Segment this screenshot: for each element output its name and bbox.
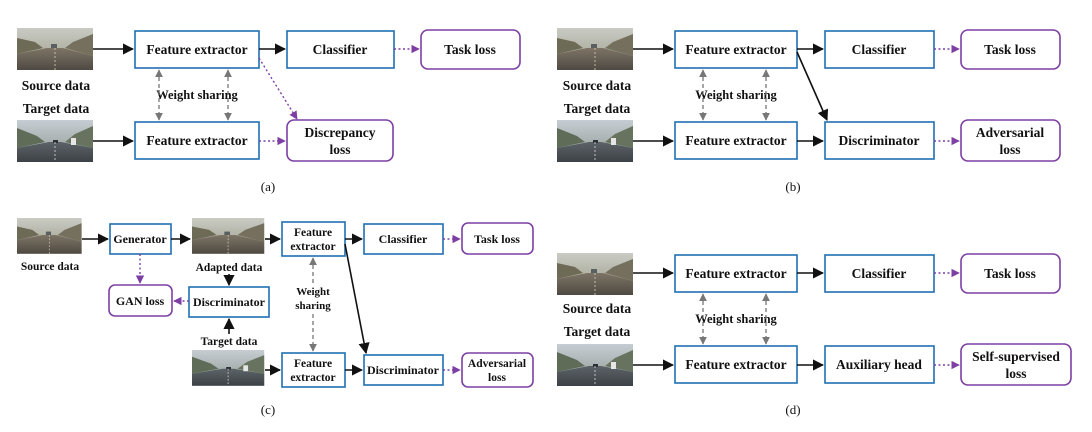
panel-b: Source data Target data Feature extracto… — [556, 27, 1061, 194]
target-image — [16, 119, 94, 163]
target-label: Target data — [564, 101, 631, 116]
feature-extractor-target-label: Feature extractor — [146, 133, 247, 148]
adapted-image — [191, 217, 265, 255]
feature-extractor-source-label-1: Feature — [294, 227, 332, 239]
feature-extractor-source-label: Feature extractor — [685, 266, 786, 281]
arrow-fe-source-to-discriminator — [796, 51, 829, 122]
feature-extractor-target-label-1: Feature — [294, 358, 332, 370]
self-supervised-loss-label-1: Self-supervised — [972, 349, 1060, 364]
source-label: Source data — [563, 301, 632, 316]
classifier-box — [824, 254, 935, 293]
source-image — [556, 252, 634, 296]
adversarial-loss-label-2: loss — [488, 372, 506, 384]
classifier-label: Classifier — [852, 266, 907, 281]
classifier-box — [363, 223, 444, 255]
task-loss-label: Task loss — [474, 232, 520, 246]
classifier-label: Classifier — [313, 42, 368, 57]
source-image — [16, 27, 94, 71]
feature-extractor-target-label: Feature extractor — [685, 357, 786, 372]
generator-box — [109, 223, 172, 255]
classifier-box — [286, 30, 395, 69]
task-loss-box — [960, 253, 1061, 294]
panel-a: Source data Target data Feature extracto… — [16, 27, 521, 194]
feature-extractor-target — [674, 121, 798, 160]
auxiliary-head-label: Auxiliary head — [836, 357, 922, 372]
arrow-fe-source-to-discrepancy — [258, 57, 298, 120]
task-loss-label: Task loss — [984, 266, 1036, 281]
gan-loss-label: GAN loss — [116, 294, 165, 308]
target-image — [556, 119, 634, 163]
adversarial-loss-label-1: Adversarial — [468, 358, 526, 370]
task-loss-box — [960, 29, 1061, 70]
classifier-label: Classifier — [852, 42, 907, 57]
adversarial-loss-label-1: Adversarial — [976, 125, 1044, 140]
target-label: Target data — [564, 324, 631, 339]
discrepancy-loss-box — [286, 119, 394, 162]
classifier-label: Classifier — [379, 232, 428, 246]
discriminator-gan-box — [188, 286, 270, 318]
gan-loss-box — [108, 284, 173, 317]
source-label: Source data — [563, 78, 632, 93]
feature-extractor-target-label-2: extractor — [290, 372, 335, 384]
weight-sharing-label-2: sharing — [295, 300, 331, 312]
task-loss-box — [420, 29, 521, 70]
arrow-fe-source-to-discriminator — [344, 243, 370, 355]
weight-sharing-label: Weight sharing — [695, 88, 777, 102]
target-label: Target data — [201, 336, 258, 348]
panel-c: Source data Generator Adapted data Featu… — [16, 217, 534, 417]
feature-extractor-source-label-2: extractor — [290, 241, 335, 253]
feature-extractor-source-label: Feature extractor — [146, 42, 247, 57]
discriminator-adv-label: Discriminator — [367, 363, 440, 377]
adversarial-loss-box — [461, 352, 534, 388]
discrepancy-loss-label-1: Discrepancy — [305, 125, 376, 140]
task-loss-label: Task loss — [984, 42, 1036, 57]
feature-extractor-target — [134, 121, 260, 160]
feature-extractor-target-label: Feature extractor — [685, 133, 786, 148]
source-image — [556, 27, 634, 71]
auxiliary-head-box — [824, 345, 935, 384]
feature-extractor-source — [674, 254, 798, 293]
feature-extractor-source — [134, 30, 260, 69]
weight-sharing-label: Weight sharing — [695, 312, 777, 326]
caption-a: (a) — [261, 179, 275, 194]
target-label: Target data — [23, 101, 90, 116]
panel-d: Source data Target data Feature extracto… — [556, 252, 1072, 417]
target-image — [556, 343, 634, 387]
adapted-label: Adapted data — [196, 262, 263, 274]
source-label: Source data — [21, 261, 79, 273]
adversarial-loss-box — [960, 119, 1061, 162]
feature-extractor-target — [674, 345, 798, 384]
source-image — [16, 217, 82, 255]
task-loss-label: Task loss — [444, 42, 496, 57]
target-image — [191, 349, 265, 387]
caption-b: (b) — [785, 179, 800, 194]
adversarial-loss-label-2: loss — [999, 142, 1020, 157]
weight-sharing-label-1: Weight — [296, 286, 330, 298]
generator-label: Generator — [113, 232, 167, 246]
discriminator-label: Discriminator — [839, 133, 920, 148]
task-loss-box — [461, 222, 534, 255]
discrepancy-loss-label-2: loss — [329, 142, 350, 157]
discriminator-gan-label: Discriminator — [193, 295, 266, 309]
weight-sharing-label: Weight sharing — [156, 88, 238, 102]
source-label: Source data — [22, 78, 91, 93]
caption-c: (c) — [261, 402, 275, 417]
self-supervised-loss-box — [960, 343, 1072, 386]
discriminator-box — [824, 121, 935, 160]
classifier-box — [824, 30, 935, 69]
caption-d: (d) — [785, 402, 800, 417]
feature-extractor-source-label: Feature extractor — [685, 42, 786, 57]
self-supervised-loss-label-2: loss — [1005, 366, 1026, 381]
feature-extractor-source — [674, 30, 798, 69]
